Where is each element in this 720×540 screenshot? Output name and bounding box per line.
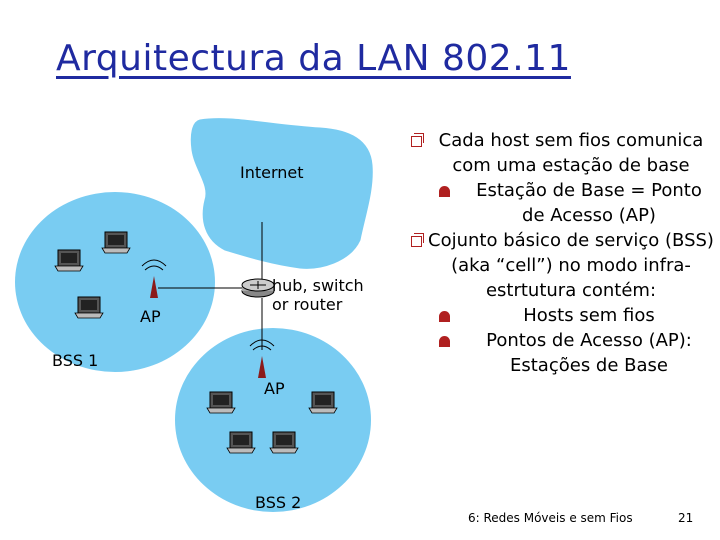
laptop-icon (54, 249, 84, 272)
ap-label-left: AP (140, 307, 161, 326)
laptop-icon (206, 391, 236, 414)
bss2-cell (175, 328, 371, 512)
laptop-icon (226, 431, 256, 454)
ap-label-right: AP (264, 379, 285, 398)
footer-course: 6: Redes Móveis e sem Fios (468, 511, 633, 525)
bss2-label: BSS 2 (255, 493, 301, 512)
sub-bullet-item: Hosts sem fios (405, 303, 715, 328)
bullet-item: Cojunto básico de serviço (BSS) (aka “ce… (405, 228, 715, 303)
checkbox-bullet-icon (411, 233, 424, 247)
laptop-icon (308, 391, 338, 414)
internet-label: Internet (240, 163, 304, 182)
bullet-item: Cada host sem fios comunica com uma esta… (405, 128, 715, 178)
arch-bullet-icon (439, 336, 450, 347)
access-point-icon (249, 339, 275, 378)
arch-bullet-icon (439, 186, 450, 197)
laptop-icon (269, 431, 299, 454)
bss1-label: BSS 1 (52, 351, 98, 370)
checkbox-bullet-icon (411, 133, 424, 147)
hub-label-line1: hub, switch (272, 276, 364, 295)
internet-cloud-icon (190, 118, 373, 269)
access-point-icon (141, 259, 167, 298)
hub-label-line2: or router (272, 295, 343, 314)
laptop-icon (101, 231, 131, 254)
bullet-list: Cada host sem fios comunica com uma esta… (405, 128, 715, 378)
page-title: Arquitectura da LAN 802.11 (56, 38, 571, 79)
arch-bullet-icon (439, 311, 450, 322)
sub-bullet-item: Estação de Base = Ponto de Acesso (AP) (405, 178, 715, 228)
sub-bullet-item: Pontos de Acesso (AP): Estações de Base (405, 328, 715, 378)
laptop-icon (74, 296, 104, 319)
page-number: 21 (678, 511, 694, 525)
bss1-cell (15, 192, 215, 372)
router-icon (241, 278, 275, 298)
